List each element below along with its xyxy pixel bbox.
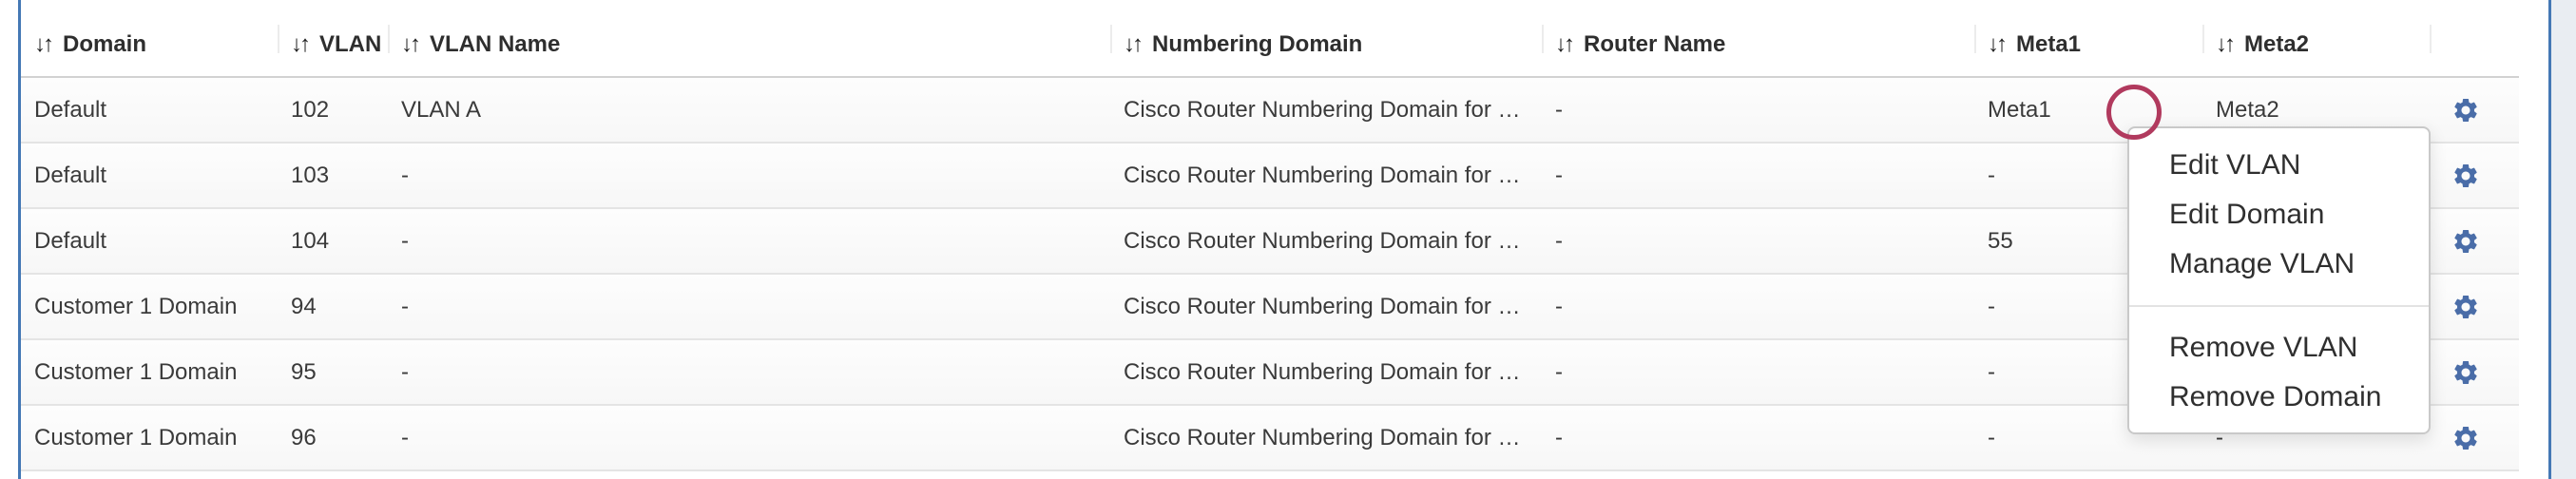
cell-vlan_name: - (388, 208, 1110, 275)
column-label: VLAN Name (430, 31, 561, 57)
cell-numbering_domain: Cisco Router Numbering Domain for … (1110, 208, 1542, 275)
gear-icon (2454, 163, 2477, 187)
column-label: Meta1 (2016, 31, 2082, 57)
row-actions-gear-button[interactable] (2430, 144, 2504, 206)
cell-numbering_domain: Cisco Router Numbering Domain for … (1110, 77, 1542, 144)
gear-icon (2454, 426, 2477, 450)
sort-icon: ↓↑ (1124, 31, 1144, 57)
cell-vlan: 95 (278, 339, 388, 406)
cell-vlan_name: VLAN A (388, 77, 1110, 144)
column-header-meta2[interactable]: ↓↑ Meta2 (2202, 0, 2430, 78)
cell-actions (2430, 274, 2519, 340)
column-header-vlan_name[interactable]: ↓↑ VLAN Name (388, 0, 1110, 78)
cell-router_name: - (1542, 77, 1974, 144)
cell-vlan_name: - (388, 274, 1110, 340)
cell-actions (2430, 208, 2519, 275)
column-header-numbering_domain[interactable]: ↓↑ Numbering Domain (1110, 0, 1542, 78)
cell-domain: Customer 1 Domain (21, 339, 278, 406)
cell-domain: Customer 1 Domain (21, 405, 278, 471)
row-actions-gear-button[interactable] (2430, 275, 2504, 337)
column-header-actions (2430, 0, 2519, 78)
cell-router_name: - (1542, 274, 1974, 340)
sort-icon: ↓↑ (1555, 31, 1575, 57)
panel-left-border (18, 0, 21, 479)
menu-item-remove-domain[interactable]: Remove Domain (2169, 381, 2382, 412)
cell-actions (2430, 405, 2519, 471)
cell-domain: Customer 1 Domain (21, 274, 278, 340)
right-background-strip (2551, 0, 2576, 479)
cell-domain: Default (21, 77, 278, 144)
gear-icon (2454, 360, 2477, 384)
sort-icon: ↓↑ (291, 31, 311, 57)
cell-domain: Default (21, 143, 278, 209)
cell-vlan: 103 (278, 143, 388, 209)
row-actions-gear-button[interactable] (2430, 340, 2504, 403)
menu-divider (2129, 305, 2429, 307)
sort-icon: ↓↑ (1988, 31, 2008, 57)
column-label: Meta2 (2244, 31, 2310, 57)
sort-icon: ↓↑ (401, 31, 421, 57)
cell-router_name: - (1542, 405, 1974, 471)
cell-numbering_domain: Cisco Router Numbering Domain for … (1110, 274, 1542, 340)
cell-actions (2430, 339, 2519, 406)
panel-right-border (2548, 0, 2551, 479)
column-label: Domain (63, 31, 147, 57)
cell-vlan: 94 (278, 274, 388, 340)
menu-item-edit-vlan[interactable]: Edit VLAN (2169, 149, 2301, 181)
column-label: Numbering Domain (1152, 31, 1363, 57)
cell-actions (2430, 143, 2519, 209)
vlan-table: ↓↑ Domain ↓↑ VLAN ↓↑ VLAN Name ↓↑ Numbering Dom… (21, 0, 2519, 471)
column-header-vlan[interactable]: ↓↑ VLAN (278, 0, 388, 78)
sort-icon: ↓↑ (34, 31, 54, 57)
cell-vlan_name: - (388, 339, 1110, 406)
vlan-table-container: ↓↑ Domain ↓↑ VLAN ↓↑ VLAN Name ↓↑ Numbering Dom… (21, 0, 2519, 471)
menu-item-edit-domain[interactable]: Edit Domain (2169, 199, 2325, 230)
menu-item-remove-vlan[interactable]: Remove VLAN (2169, 332, 2358, 363)
cell-router_name: - (1542, 143, 1974, 209)
cell-router_name: - (1542, 339, 1974, 406)
column-label: Router Name (1584, 31, 1726, 57)
column-label: VLAN (319, 31, 382, 57)
gear-icon (2454, 295, 2477, 318)
row-actions-gear-button[interactable] (2430, 78, 2504, 141)
sort-icon: ↓↑ (2216, 31, 2236, 57)
column-header-domain[interactable]: ↓↑ Domain (21, 0, 278, 78)
cell-vlan: 96 (278, 405, 388, 471)
annotation-circle (2106, 85, 2162, 140)
cell-actions (2430, 77, 2519, 144)
cell-numbering_domain: Cisco Router Numbering Domain for … (1110, 143, 1542, 209)
cell-domain: Default (21, 208, 278, 275)
menu-item-manage-vlan[interactable]: Manage VLAN (2169, 248, 2355, 279)
column-header-meta1[interactable]: ↓↑ Meta1 (1974, 0, 2202, 78)
cell-numbering_domain: Cisco Router Numbering Domain for … (1110, 405, 1542, 471)
row-actions-gear-button[interactable] (2430, 209, 2504, 272)
gear-icon (2454, 229, 2477, 253)
cell-vlan_name: - (388, 405, 1110, 471)
cell-vlan: 102 (278, 77, 388, 144)
column-header-router_name[interactable]: ↓↑ Router Name (1542, 0, 1974, 78)
row-actions-gear-button[interactable] (2430, 406, 2504, 469)
table-header-row: ↓↑ Domain ↓↑ VLAN ↓↑ VLAN Name ↓↑ Numbering Dom… (21, 0, 2519, 78)
gear-icon (2454, 98, 2477, 122)
cell-router_name: - (1542, 208, 1974, 275)
cell-vlan_name: - (388, 143, 1110, 209)
cell-vlan: 104 (278, 208, 388, 275)
cell-numbering_domain: Cisco Router Numbering Domain for … (1110, 339, 1542, 406)
